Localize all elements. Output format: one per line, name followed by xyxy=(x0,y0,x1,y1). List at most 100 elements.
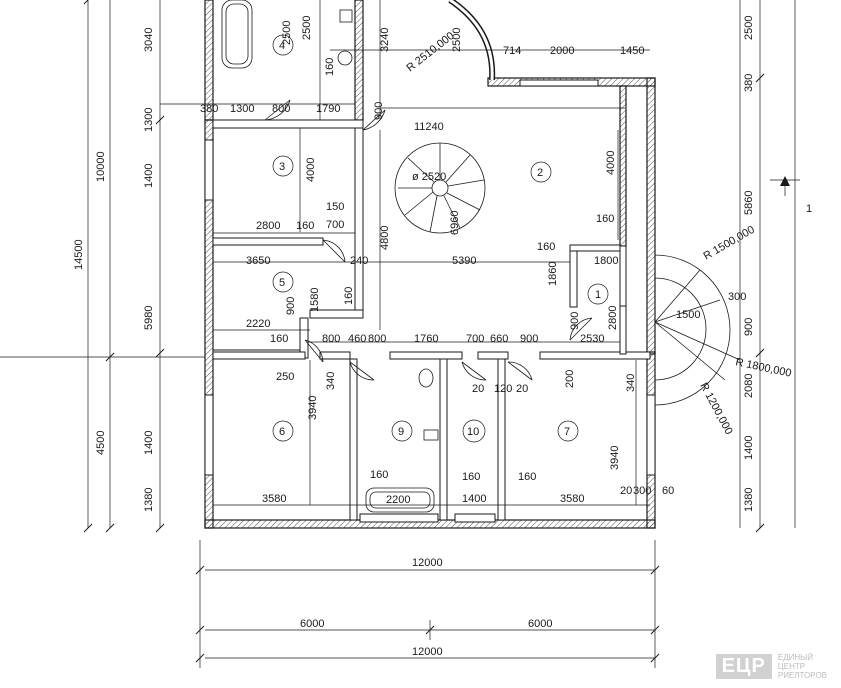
section-mark: 1 xyxy=(806,203,812,215)
dim-label: 6000 xyxy=(528,618,552,630)
dim-label: 2000 xyxy=(550,45,574,57)
dim-label: 2530 xyxy=(580,333,604,345)
dim-label: 11240 xyxy=(414,121,444,133)
dim-label: 4500 xyxy=(95,431,107,455)
dim-label: 2800 xyxy=(256,220,280,232)
room-6-number: 6 xyxy=(279,426,285,438)
dim-label: 900 xyxy=(569,312,581,330)
room-5-number: 5 xyxy=(279,277,285,289)
dim-label: 1300 xyxy=(230,103,254,115)
dim-label: 1400 xyxy=(143,431,155,455)
dim-label: 700 xyxy=(326,219,344,231)
dim-label: 660 xyxy=(490,333,508,345)
dimension-labels-right: 5860 900 2080 1400 1380 R 1500,000 R 180… xyxy=(676,176,812,512)
dim-label: 300 xyxy=(728,291,746,303)
dim-label: 900 xyxy=(520,333,538,345)
dim-label: 10000 xyxy=(95,151,107,182)
interior-walls xyxy=(212,119,651,521)
dim-label: 900 xyxy=(743,318,755,336)
dim-label: 12000 xyxy=(412,557,443,569)
windows xyxy=(204,79,656,523)
dim-label: 300 xyxy=(633,485,651,497)
dim-label: 160 xyxy=(270,333,288,345)
dim-label: 900 xyxy=(373,102,385,120)
dim-label: 4800 xyxy=(379,226,391,250)
dim-label: 1500 xyxy=(676,309,700,321)
radius-label: R 2510,000 xyxy=(404,30,456,74)
dim-label: 340 xyxy=(325,372,337,390)
watermark-caption: ЕДИНЫЙ ЦЕНТР РИЕЛТОРОВ xyxy=(778,653,827,680)
dim-label: 2500 xyxy=(301,16,313,40)
dim-label: 2500 xyxy=(451,28,463,52)
spiral-staircase xyxy=(394,142,486,234)
watermark-logo: ЕЦР ЕДИНЫЙ ЦЕНТР РИЕЛТОРОВ xyxy=(715,653,827,680)
dim-label: 460 xyxy=(348,333,366,345)
dim-label: 3940 xyxy=(307,396,319,420)
dim-label: 340 xyxy=(625,374,637,392)
dim-label: 3650 xyxy=(246,255,270,267)
dim-label: 800 xyxy=(272,103,290,115)
dim-label: 1400 xyxy=(743,436,755,460)
dim-label: 1450 xyxy=(620,45,644,57)
dim-label: 160 xyxy=(462,471,480,483)
dim-label: 1400 xyxy=(462,493,486,505)
dim-label: 1580 xyxy=(309,288,321,312)
dim-label: 200 xyxy=(564,370,576,388)
watermark-line: ЦЕНТР xyxy=(777,662,806,671)
dim-label: 380 xyxy=(200,103,218,115)
dim-label: 3580 xyxy=(560,493,584,505)
room-numbers: 4 3 5 2 1 6 9 10 7 xyxy=(279,40,601,438)
room-9-number: 9 xyxy=(398,426,404,438)
dim-label: 900 xyxy=(285,297,297,315)
watermark-line: РИЕЛТОРОВ xyxy=(777,671,827,680)
dim-label: 4000 xyxy=(605,151,617,175)
dim-label: 3040 xyxy=(143,28,155,52)
dimension-labels-interior: 380 1300 800 1790 11240 4000 2800 160 15… xyxy=(200,21,674,506)
dim-label: 250 xyxy=(276,371,294,383)
dim-label: 160 xyxy=(537,241,555,253)
dim-label: 1300 xyxy=(143,108,155,132)
dim-label: 1760 xyxy=(414,333,438,345)
dim-label: 160 xyxy=(324,58,336,76)
radius-label: R 1200,000 xyxy=(697,381,734,437)
dim-label: 5390 xyxy=(452,255,476,267)
dim-label: 20 xyxy=(620,485,632,497)
dim-label: 6960 xyxy=(449,211,461,235)
dim-label: 1790 xyxy=(316,103,340,115)
dim-label: 60 xyxy=(662,485,674,497)
dim-label: 800 xyxy=(368,333,386,345)
dim-label: 714 xyxy=(503,45,521,57)
dim-label: 20 xyxy=(472,383,484,395)
dim-label: 1380 xyxy=(743,488,755,512)
dimension-labels-bottom: 12000 6000 6000 12000 xyxy=(300,557,552,658)
outer-walls xyxy=(204,0,656,529)
dim-label: 6000 xyxy=(300,618,324,630)
door-swings xyxy=(264,99,593,381)
watermark-logo-text: ЕЦР xyxy=(715,654,772,679)
sanitary-fixtures xyxy=(221,0,439,513)
dim-label: 1380 xyxy=(143,488,155,512)
dim-label: 1800 xyxy=(594,255,618,267)
room-10-number: 10 xyxy=(467,426,479,438)
dim-label: 2220 xyxy=(246,318,270,330)
dim-label: 120 xyxy=(494,383,512,395)
room-1-number: 1 xyxy=(595,289,601,301)
dim-label: 800 xyxy=(322,333,340,345)
dim-label: 380 xyxy=(743,74,755,92)
watermark-line: ЕДИНЫЙ xyxy=(777,653,813,662)
stair-diameter-label: ø 2520 xyxy=(412,171,446,183)
room-7-number: 7 xyxy=(564,426,570,438)
dim-label: 5860 xyxy=(743,191,755,215)
dim-label: 700 xyxy=(466,333,484,345)
dim-label: 160 xyxy=(596,213,614,225)
dim-label: 20 xyxy=(516,383,528,395)
room-2-number: 2 xyxy=(537,167,543,179)
room-labels xyxy=(272,34,609,443)
dim-label: 2080 xyxy=(743,374,755,398)
section-arrow-icon xyxy=(780,176,790,186)
dim-label: 2500 xyxy=(743,16,755,40)
dim-label: 3940 xyxy=(609,446,621,470)
dim-label: 3580 xyxy=(262,493,286,505)
